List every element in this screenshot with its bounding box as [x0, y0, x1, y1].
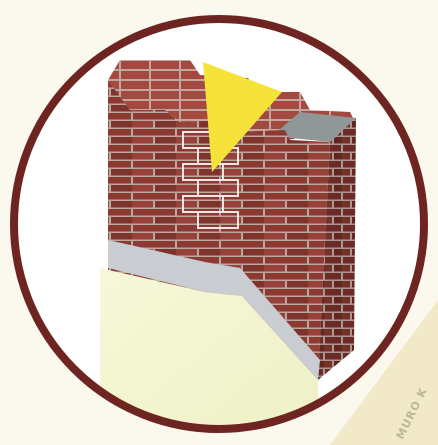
illustration-canvas: [0, 0, 438, 445]
